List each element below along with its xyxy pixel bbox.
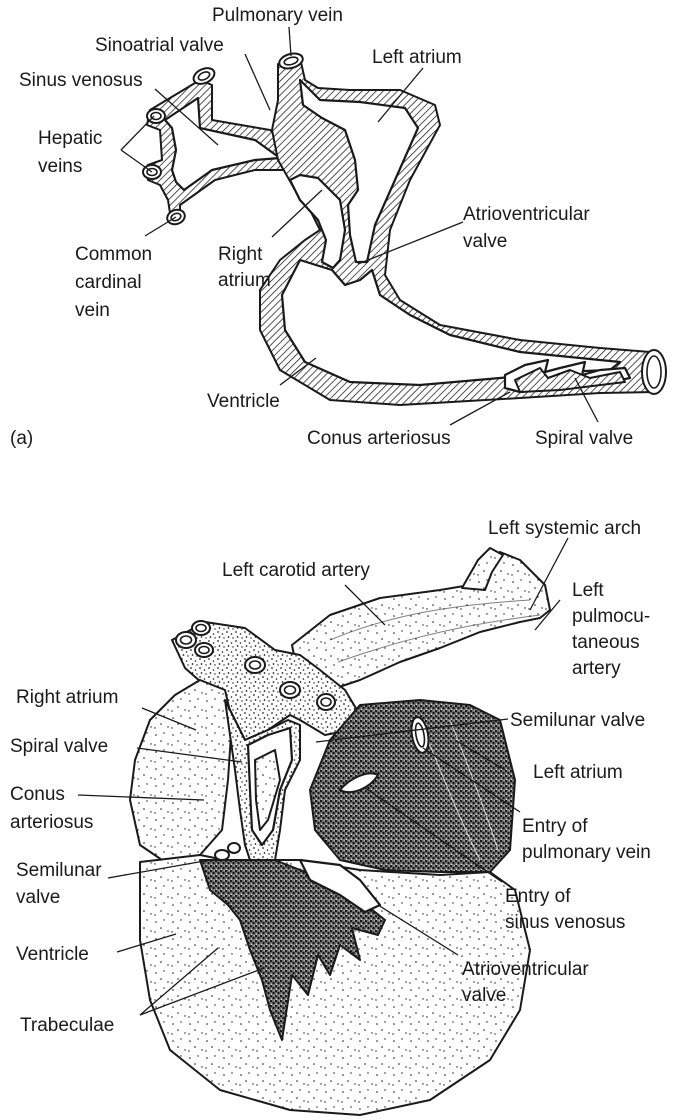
label-left-pulmocutaneous-line-3: taneous <box>572 632 640 653</box>
left-atrium-b <box>309 699 516 873</box>
label-ventricle: Ventricle <box>207 391 280 412</box>
label-spiral-valve-b: Spiral valve <box>10 736 108 757</box>
label-hepatic-veins-line-1: Hepatic <box>38 128 102 149</box>
panel-a-diagram <box>142 52 667 406</box>
av-valve-b <box>298 858 382 914</box>
label-av-valve-line-1: Atrioventricular <box>463 204 590 225</box>
left-atrium-lumen <box>298 78 420 264</box>
label-left-systemic-arch: Left systemic arch <box>488 518 641 539</box>
label-common-cardinal-line-2: cardinal <box>75 272 142 293</box>
label-ventricle-b: Ventricle <box>16 944 89 965</box>
label-hepatic-veins-line-2: veins <box>38 156 82 177</box>
arch-openings <box>175 620 336 711</box>
semilunar-valve-opening <box>214 849 230 861</box>
label-entry-pulmonary-line-1: Entry of <box>522 816 588 837</box>
label-spiral-valve: Spiral valve <box>535 428 633 449</box>
right-atrium-lumen <box>288 173 347 270</box>
label-av-valve-b-line-2: valve <box>462 985 506 1006</box>
label-left-atrium: Left atrium <box>372 47 462 68</box>
label-av-valve-b-line-1: Atrioventricular <box>462 959 589 980</box>
label-entry-sinus-line-2: sinus venosus <box>505 912 625 933</box>
panel-a-labels: Pulmonary vein Sinoatrial valve Left atr… <box>10 5 633 449</box>
sinus-venosus-lumen <box>163 96 282 192</box>
label-left-pulmocutaneous-line-4: artery <box>572 658 621 679</box>
panel-a-leader-lines <box>120 26 599 426</box>
label-sinoatrial-valve: Sinoatrial valve <box>95 35 224 56</box>
label-semilunar-line-1: Semilunar <box>16 860 102 881</box>
label-left-pulmocutaneous-line-1: Left <box>572 580 604 601</box>
sinus-venosus-entry <box>338 772 380 794</box>
label-semilunar-valve-right: Semilunar valve <box>510 710 645 731</box>
label-conus-arteriosus: Conus arteriosus <box>307 428 451 449</box>
label-conus-line-1: Conus <box>10 784 65 805</box>
label-left-atrium-b: Left atrium <box>533 762 623 783</box>
right-atrium-b <box>129 679 233 863</box>
panel-a-letter: (a) <box>10 428 33 449</box>
label-semilunar-line-2: valve <box>16 887 60 908</box>
label-right-atrium-line-2: atrium <box>218 270 271 291</box>
label-av-valve-line-2: valve <box>463 231 507 252</box>
label-right-atrium: Right atrium <box>16 687 118 708</box>
label-entry-pulmonary-line-2: pulmonary vein <box>522 842 651 863</box>
panel-b-diagram <box>129 547 551 1116</box>
label-sinus-venosus: Sinus venosus <box>19 70 143 91</box>
label-common-cardinal-line-3: vein <box>75 300 110 321</box>
panel-b-leader-lines <box>77 537 569 1016</box>
label-pulmonary-vein: Pulmonary vein <box>212 5 343 26</box>
label-common-cardinal-line-1: Common <box>75 244 152 265</box>
label-trabeculae: Trabeculae <box>20 1015 114 1036</box>
label-left-pulmocutaneous-line-2: pulmocu- <box>572 606 650 627</box>
ventricle-lumen <box>280 258 622 387</box>
label-right-atrium-line-1: Right <box>218 244 263 265</box>
label-left-carotid-artery: Left carotid artery <box>222 560 370 581</box>
label-entry-sinus-line-1: Entry of <box>505 886 571 907</box>
panel-b-labels: Left systemic arch Left carotid artery L… <box>10 518 651 1036</box>
label-conus-line-2: arteriosus <box>10 812 93 833</box>
